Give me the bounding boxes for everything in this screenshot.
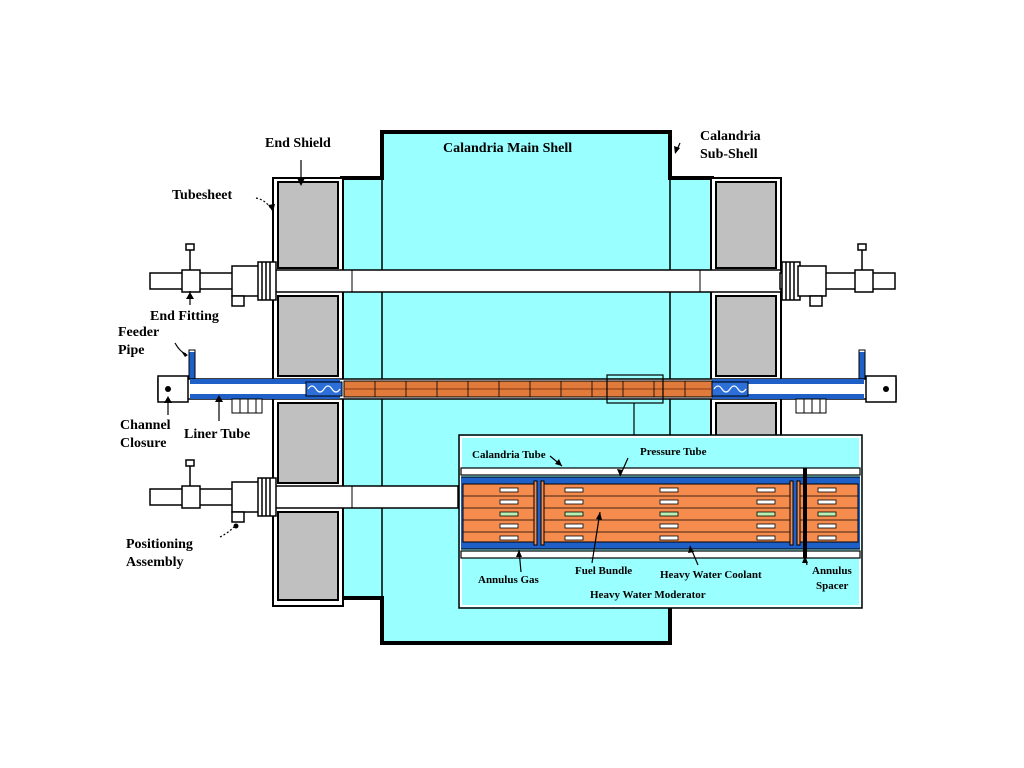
label-heavy-water-coolant: Heavy Water Coolant: [660, 569, 762, 581]
label-annulus-spacer: Annulus: [812, 565, 852, 577]
fuel-bundle: [462, 483, 537, 543]
middle-fuel-channel: [157, 349, 897, 414]
shield-block: [715, 181, 777, 269]
shield-block: [277, 402, 339, 484]
label-tubesheet: Tubesheet: [172, 188, 233, 203]
label-annulus-gas: Annulus Gas: [478, 574, 540, 586]
shield-block: [277, 295, 339, 377]
shield-block: [277, 181, 339, 269]
inset-callout-box: [606, 374, 664, 404]
label-fuel-bundle: Fuel Bundle: [575, 565, 632, 577]
calandria-tube-wall: [460, 467, 861, 476]
label-heavy-water-moderator: Heavy Water Moderator: [590, 589, 706, 601]
leader-arrowheads: [164, 146, 680, 529]
upper-fuel-channel: [272, 269, 782, 293]
end-fitting-upper-left: [149, 243, 277, 307]
label-positioning-assembly: Positioning: [126, 537, 193, 552]
label-channel-closure: Closure: [120, 436, 166, 451]
end-fitting-upper-right: [779, 243, 896, 307]
label-liner-tube: Liner Tube: [184, 427, 250, 442]
label-channel-closure: Channel: [120, 418, 171, 433]
shield-block: [277, 511, 339, 601]
label-end-shield: End Shield: [265, 136, 331, 151]
label-feeder-pipe: Feeder: [118, 325, 159, 340]
label-annulus-spacer: Spacer: [816, 580, 849, 592]
label-calandria-main-shell: Calandria Main Shell: [443, 141, 572, 156]
calandria-tube-wall: [460, 550, 861, 559]
label-calandria-tube: Calandria Tube: [472, 449, 546, 461]
end-fitting-lower-left: [149, 459, 277, 523]
label-calandria-sub-shell: Calandria: [700, 129, 761, 144]
label-positioning-assembly: Assembly: [126, 555, 184, 570]
channel-closure-left: [157, 375, 189, 403]
inset-detail: [458, 434, 863, 609]
lower-fuel-channel: [272, 485, 459, 509]
label-pressure-tube: Pressure Tube: [640, 446, 707, 458]
shield-block: [715, 295, 777, 377]
annulus-spacer: [803, 468, 807, 558]
label-feeder-pipe: Pipe: [118, 343, 144, 358]
label-end-fitting: End Fitting: [150, 309, 219, 324]
label-calandria-sub-shell: Sub-Shell: [700, 147, 758, 162]
channel-closure-right: [865, 375, 897, 403]
